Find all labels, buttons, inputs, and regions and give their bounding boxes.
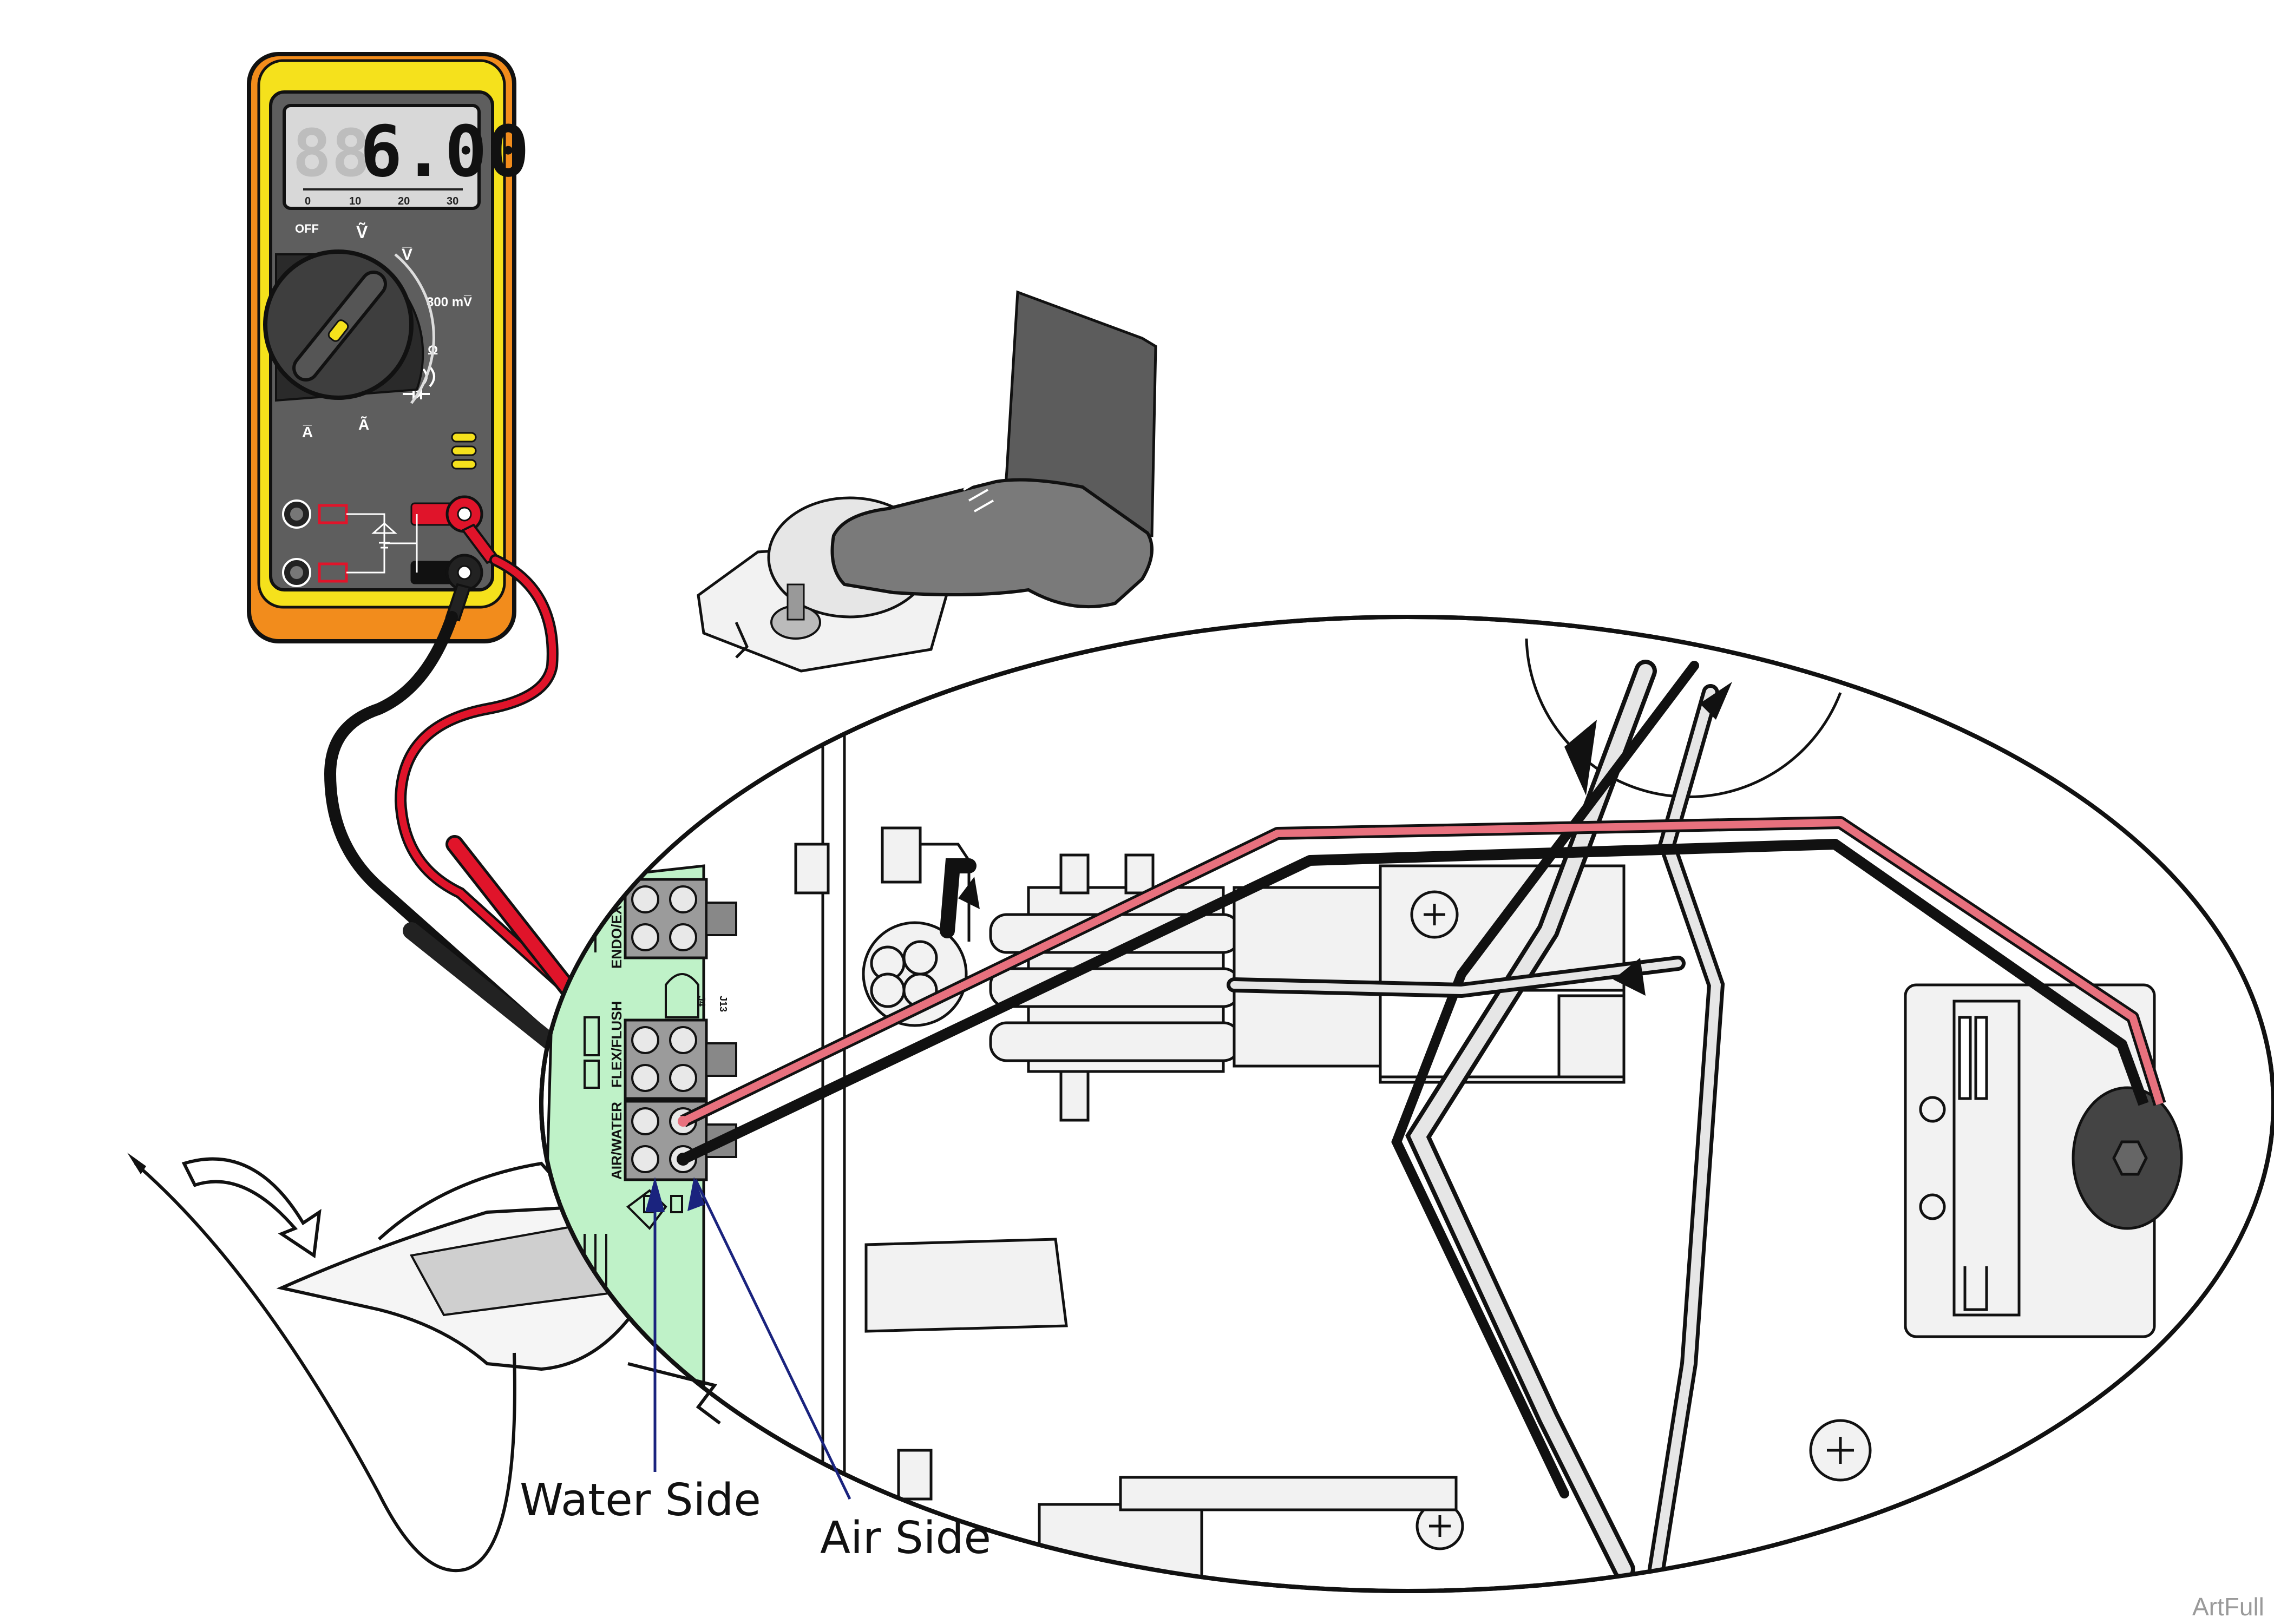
rotate-arrow — [181, 1157, 322, 1259]
dial-label-ac-volts: Ṽ — [356, 222, 368, 242]
handpiece-hose — [134, 1162, 516, 1573]
water-side-pin — [631, 1145, 659, 1173]
tubing — [940, 660, 1725, 1581]
dial-label-off: OFF — [295, 222, 319, 235]
black-test-lead — [324, 611, 580, 1067]
scale-tick-20: 20 — [398, 195, 410, 207]
dial-label-dc-volts: V̅ — [402, 246, 412, 264]
magnified-view: ENDO/EX FLEX/FLUSH AIR/WATER J13 J4 — [541, 638, 2183, 1591]
input-jacks — [282, 499, 456, 587]
water-side-label: Water Side — [520, 1475, 761, 1526]
connector-label-flex-flush: FLEX/FLUSH — [608, 1001, 625, 1088]
flow-arrows — [958, 682, 1732, 996]
lcd-display — [283, 104, 481, 210]
lcd-reading: 6.00 — [360, 110, 529, 193]
multimeter: 88 6.00 0 10 20 30 OFF Ṽ V̅ 300 mV̅ Ω A̅… — [247, 52, 529, 643]
foot-control — [697, 290, 1157, 673]
probe-leads — [324, 554, 583, 1069]
ground-symbol — [371, 522, 397, 549]
black-probe-tip — [403, 922, 582, 1069]
callout-arrowheads — [645, 1177, 705, 1212]
air-side-label: Air Side — [820, 1513, 991, 1564]
dial-pointer — [327, 319, 349, 342]
trouser-leg — [1000, 290, 1157, 543]
dial-arc — [394, 253, 435, 404]
dial-label-dc-amps: A̅ — [302, 424, 313, 440]
water-side-pin-top — [631, 1107, 659, 1135]
shoe — [830, 478, 1154, 609]
indicator-bars — [451, 432, 477, 470]
scale-tick-10: 10 — [349, 195, 361, 207]
artfull-tag: ArtFull — [2192, 1593, 2264, 1621]
connector-label-air-water: AIR/WATER — [608, 1102, 625, 1180]
red-probe-plug — [445, 495, 500, 564]
pcb-label-j13: J13 — [718, 996, 729, 1012]
lcd-scale: 0 10 20 30 — [303, 188, 463, 207]
black-wire — [680, 839, 2149, 1165]
dial-label-millivolts: 300 mV̅ — [427, 295, 472, 310]
pcb-connectors — [624, 878, 737, 1181]
lcd-ghost-digits: 88 — [292, 116, 371, 192]
manifold-block — [1904, 983, 2183, 1338]
dial-label-ac-amps: Ã — [358, 416, 369, 433]
scale-tick-30: 30 — [447, 195, 458, 207]
break-mark — [627, 1362, 721, 1425]
scale-tick-0: 0 — [305, 195, 311, 207]
rotary-dial[interactable] — [263, 249, 435, 404]
callout-pointers — [653, 1179, 851, 1500]
